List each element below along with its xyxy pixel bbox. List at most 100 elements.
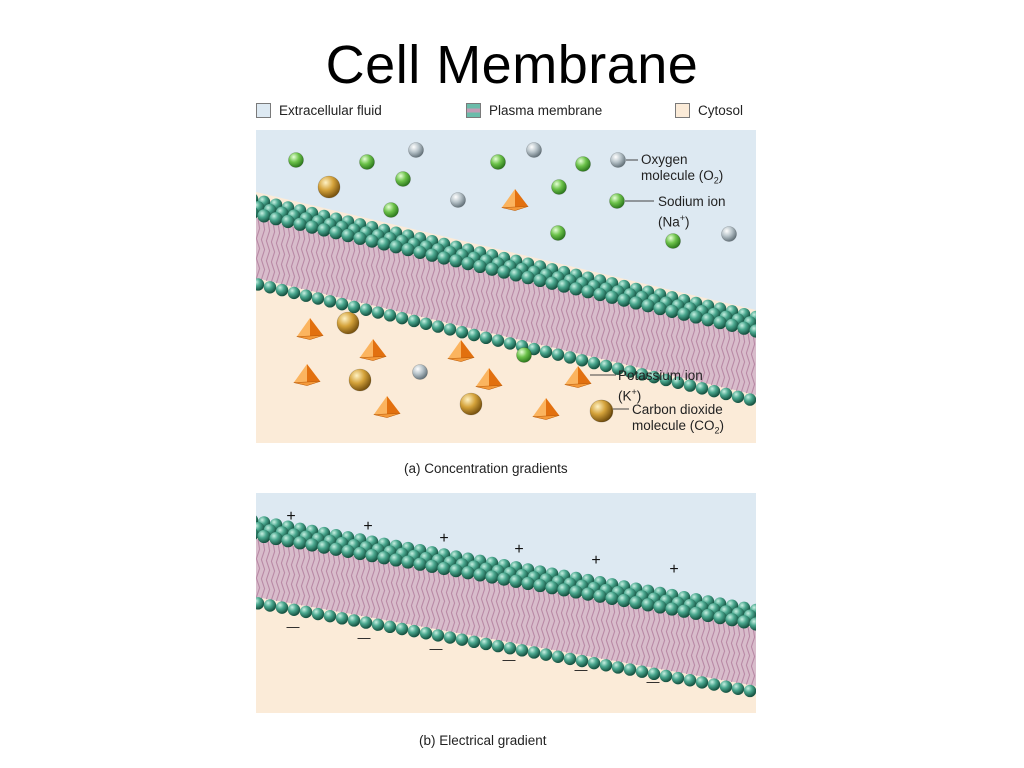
- phospholipid-head: [329, 542, 343, 556]
- legend: Extracellular fluid Plasma membrane Cyto…: [256, 101, 758, 125]
- lipid-tail: [600, 299, 606, 360]
- lipid-tail: [690, 320, 696, 381]
- lipid-tail: [270, 541, 276, 601]
- lipid-tail: [435, 260, 441, 321]
- lipid-tail: [620, 604, 626, 663]
- phospholipid-head: [503, 642, 517, 655]
- co2-key-marker: [589, 399, 613, 423]
- positive-charge: +: [363, 518, 372, 535]
- lipid-tail: [710, 324, 716, 386]
- potassium-ion: [296, 318, 310, 340]
- lipid-tail: [460, 575, 466, 635]
- lipid-tail: [610, 301, 616, 362]
- lipid-tail: [395, 251, 401, 312]
- phospholipid-head: [551, 348, 565, 361]
- lipid-tail: [405, 565, 411, 625]
- lipid-tail: [505, 276, 511, 338]
- potassium-ion-base: [359, 356, 387, 361]
- potassium-ion-base: [296, 335, 324, 340]
- phospholipid-head: [629, 296, 643, 310]
- sodium-ion: [551, 179, 567, 195]
- oxygen-molecule: [408, 142, 424, 158]
- lipid-tail: [705, 619, 711, 678]
- lipid-tail: [320, 233, 326, 294]
- positive-charge: +: [591, 552, 600, 569]
- phospholipid-head: [665, 304, 679, 318]
- potassium-ion-face: [546, 398, 560, 420]
- potassium-ion-face: [387, 396, 401, 418]
- phospholipid-head: [256, 278, 265, 291]
- lipid-tail: [425, 258, 431, 319]
- lipid-tail: [380, 561, 386, 620]
- lipid-tail: [335, 553, 341, 612]
- lipid-tail: [720, 327, 726, 388]
- lipid-tail: [265, 220, 271, 281]
- phospholipid-head: [647, 370, 661, 384]
- lipid-tail: [315, 232, 321, 293]
- lipid-tail: [595, 297, 601, 359]
- lipid-tail: [485, 580, 491, 639]
- phospholipid-head: [509, 268, 523, 282]
- lipid-tail: [430, 259, 436, 320]
- lipid-tail: [275, 223, 281, 284]
- extracellular-region: [256, 493, 756, 608]
- phospholipid-head: [461, 566, 475, 580]
- lipid-tail: [575, 596, 581, 655]
- phospholipid-head: [599, 359, 613, 373]
- phospholipid-head: [719, 387, 733, 401]
- phospholipid-head: [401, 242, 415, 257]
- potassium-ion: [373, 396, 387, 418]
- oxygen-molecule: [526, 142, 542, 158]
- lipid-tail: [635, 606, 641, 666]
- sodium-ion: [288, 152, 304, 168]
- negative-charge: —: [358, 630, 371, 645]
- phospholipid-head: [617, 593, 631, 608]
- lipid-tail: [605, 601, 611, 660]
- phospholipid-head: [323, 609, 337, 623]
- lipid-tail: [460, 266, 466, 327]
- phospholipid-head: [383, 620, 397, 634]
- lipid-tail: [280, 543, 286, 602]
- lipid-tail: [440, 261, 446, 322]
- lipid-tail: [500, 582, 506, 642]
- lipid-tail: [750, 334, 756, 395]
- phospholipid-head: [641, 299, 655, 313]
- lipid-tail: [285, 544, 291, 603]
- phospholipid-head: [419, 317, 433, 330]
- lipid-tail: [570, 292, 576, 353]
- phospholipid-head: [569, 282, 583, 296]
- phospholipid-head: [359, 303, 373, 316]
- lipid-tail: [650, 609, 656, 668]
- phospholipid-head: [635, 368, 649, 381]
- phospholipid-head: [557, 583, 571, 597]
- lipid-tail: [405, 253, 411, 314]
- phospholipid-head: [299, 605, 313, 619]
- phospholipid-head: [545, 276, 559, 290]
- phospholipid-head: [551, 650, 565, 663]
- lipid-tail: [595, 599, 601, 659]
- potassium-ion: [359, 339, 373, 361]
- phospholipid-head: [659, 373, 673, 387]
- phospholipid-head: [707, 678, 721, 691]
- lipid-tail: [650, 310, 656, 372]
- lipid-tail: [725, 328, 731, 389]
- phospholipid-head: [269, 531, 283, 546]
- caption-electrical: (b) Electrical gradient: [419, 733, 547, 748]
- lipid-tail: [560, 289, 566, 351]
- lipid-tail: [290, 545, 296, 604]
- lipid-tail: [605, 300, 611, 361]
- lipid-tail: [495, 274, 501, 335]
- lipid-tail: [345, 555, 351, 614]
- particles: [288, 142, 737, 423]
- lipid-tail: [630, 306, 636, 367]
- lipid-tail: [600, 600, 606, 659]
- lipid-tail: [375, 560, 381, 619]
- phospholipid-head: [341, 228, 355, 243]
- phospholipid-head: [743, 684, 756, 698]
- lipid-tail: [685, 615, 691, 675]
- phospholipid-head: [449, 564, 463, 578]
- lipid-tail: [700, 618, 706, 677]
- lipid-tail: [265, 541, 271, 600]
- negative-charge: —: [647, 674, 660, 689]
- potassium-ion-face: [489, 368, 503, 390]
